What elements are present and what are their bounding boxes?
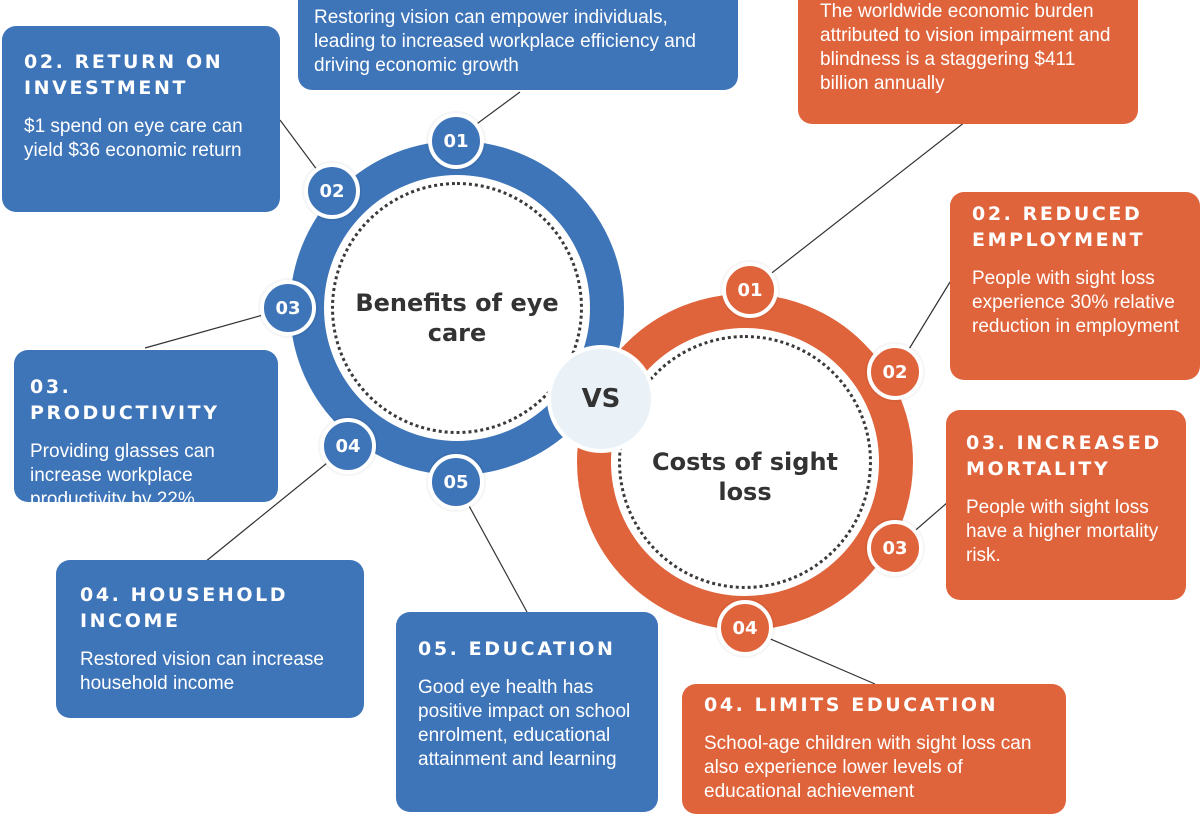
benefit-heading-05: 05. EDUCATION bbox=[418, 638, 616, 660]
benefit-text-04: Restored vision can increase household i… bbox=[80, 649, 324, 694]
cost-box-04: 04. LIMITS EDUCATION School-age children… bbox=[682, 684, 1066, 814]
benefit-marker-03: 03 bbox=[260, 280, 316, 336]
benefit-marker-04: 04 bbox=[320, 418, 376, 474]
cost-heading-04: 04. LIMITS EDUCATION bbox=[704, 694, 999, 716]
benefit-text-03: Providing glasses can increase workplace… bbox=[30, 441, 215, 502]
costs-ring-dots bbox=[618, 335, 872, 589]
cost-text-01: The worldwide economic burden attributed… bbox=[820, 1, 1111, 94]
benefit-box-01: Restoring vision can empower individuals… bbox=[298, 0, 738, 90]
cost-marker-02: 02 bbox=[867, 344, 923, 400]
cost-text-04: School-age children with sight loss can … bbox=[704, 733, 1032, 802]
cost-marker-04: 04 bbox=[717, 600, 773, 656]
benefit-text-05: Good eye health has positive impact on s… bbox=[418, 677, 631, 770]
benefit-box-04: 04. HOUSEHOLD INCOME Restored vision can… bbox=[56, 560, 364, 718]
benefit-marker-01: 01 bbox=[428, 113, 484, 169]
benefit-marker-02: 02 bbox=[304, 163, 360, 219]
benefit-heading-02: 02. RETURN ON INVESTMENT bbox=[24, 51, 224, 99]
cost-box-03: 03. INCREASED MORTALITY People with sigh… bbox=[946, 410, 1186, 600]
vs-badge: VS bbox=[547, 345, 655, 453]
benefit-box-03: 03. PRODUCTIVITY Providing glasses can i… bbox=[14, 350, 278, 502]
benefit-heading-04: 04. HOUSEHOLD INCOME bbox=[80, 584, 289, 632]
costs-title: Costs of sight loss bbox=[651, 448, 839, 506]
benefit-marker-05: 05 bbox=[428, 454, 484, 510]
cost-heading-03: 03. INCREASED MORTALITY bbox=[966, 432, 1162, 480]
benefits-title: Benefits of eye care bbox=[355, 289, 559, 347]
cost-box-02: 02. REDUCED EMPLOYMENT People with sight… bbox=[950, 192, 1200, 380]
cost-heading-02: 02. REDUCED EMPLOYMENT bbox=[972, 203, 1146, 251]
cost-marker-01: 01 bbox=[722, 262, 778, 318]
benefit-text-01: Restoring vision can empower individuals… bbox=[314, 7, 696, 76]
benefit-text-02: $1 spend on eye care can yield $36 econo… bbox=[24, 116, 243, 161]
benefit-box-02: 02. RETURN ON INVESTMENT $1 spend on eye… bbox=[2, 26, 280, 212]
cost-text-03: People with sight loss have a higher mor… bbox=[966, 497, 1159, 566]
benefit-box-05: 05. EDUCATION Good eye health has positi… bbox=[396, 612, 658, 812]
cost-marker-03: 03 bbox=[867, 520, 923, 576]
benefits-ring-dots bbox=[331, 182, 583, 434]
cost-box-01: The worldwide economic burden attributed… bbox=[798, 0, 1138, 124]
benefit-heading-03: 03. PRODUCTIVITY bbox=[30, 376, 220, 424]
cost-text-02: People with sight loss experience 30% re… bbox=[972, 268, 1179, 337]
